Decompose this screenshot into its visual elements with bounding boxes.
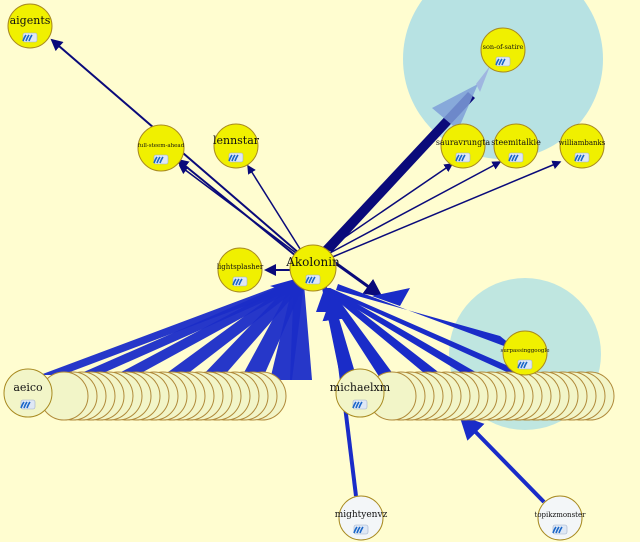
- steem-logo-icon: [353, 524, 369, 535]
- incoming-edge: [290, 280, 312, 380]
- node-lightsplasher[interactable]: lightsplasher: [217, 247, 264, 293]
- edge-to-steemitalkie: [327, 161, 502, 255]
- node-label: surpassinggoogle: [501, 348, 550, 354]
- arrowhead: [372, 288, 410, 306]
- node-lennstar[interactable]: lennstar: [213, 123, 260, 169]
- node-son-of-satire[interactable]: son-of-satire: [480, 27, 526, 73]
- node-mightyenvz[interactable]: mightyenvz: [335, 495, 388, 541]
- node-label: sauravrungta: [436, 138, 491, 147]
- incoming-edge: [336, 284, 520, 352]
- node-label: aigents: [10, 14, 51, 27]
- node-steemitalkie[interactable]: steemitalkie: [491, 123, 541, 169]
- incoming-edge: [322, 288, 446, 378]
- node-surpassinggoogle[interactable]: surpassinggoogle: [501, 330, 550, 376]
- node-aeico[interactable]: aeico: [3, 368, 53, 418]
- incoming-edge: [322, 288, 486, 378]
- node-akolonin[interactable]: Akolonin: [285, 244, 340, 292]
- incoming-edge: [40, 280, 304, 375]
- node-label: steemitalkie: [491, 138, 541, 147]
- edge-to-son-of-satire: [322, 92, 475, 252]
- node-label: aeico: [13, 381, 43, 394]
- incoming-edge: [200, 280, 304, 378]
- node-label: son-of-satire: [483, 43, 524, 51]
- steem-logo-icon: [305, 274, 321, 285]
- node-label: Akolonin: [285, 255, 340, 269]
- arrowhead: [476, 66, 490, 92]
- node-label: mightyenvz: [335, 510, 388, 520]
- incoming-edge: [160, 280, 304, 378]
- node-topikzmonster[interactable]: topikzmonster: [535, 495, 587, 541]
- steem-logo-icon: [552, 524, 568, 535]
- node-label: michaelxm: [330, 381, 391, 394]
- node-williambanks[interactable]: williambanks: [559, 123, 606, 169]
- node-label: williambanks: [559, 139, 606, 147]
- steem-logo-icon: [20, 399, 36, 410]
- steem-logo-icon: [232, 276, 248, 287]
- node-label: lightsplasher: [217, 263, 264, 271]
- node-aigents[interactable]: aigents: [7, 3, 53, 49]
- steem-logo-icon: [517, 359, 533, 370]
- steem-logo-icon: [352, 399, 368, 410]
- node-full-steem-ahead[interactable]: full-steem-ahead: [137, 124, 185, 172]
- steem-logo-icon: [495, 56, 511, 67]
- edge: [333, 260, 383, 297]
- node-label: full-steem-ahead: [138, 143, 185, 149]
- steem-logo-icon: [22, 32, 38, 43]
- steem-logo-icon: [508, 152, 524, 163]
- node-label: topikzmonster: [535, 511, 587, 519]
- steem-logo-icon: [574, 152, 590, 163]
- steem-logo-icon: [455, 152, 471, 163]
- steem-logo-icon: [153, 154, 169, 165]
- arrowhead: [432, 84, 478, 130]
- node-michaelxm[interactable]: michaelxm: [330, 368, 391, 418]
- edge-to-lennstar: [247, 164, 303, 253]
- incoming-edge: [110, 280, 304, 378]
- incoming-edge: [70, 280, 304, 378]
- edge-from-topikzmonster: [459, 415, 546, 504]
- steem-logo-icon: [228, 152, 244, 163]
- node-sauravrungta[interactable]: sauravrungta: [436, 123, 491, 169]
- incoming-edge: [322, 288, 536, 378]
- node-label: lennstar: [213, 134, 260, 147]
- edge: [178, 165, 301, 257]
- edge-to-williambanks: [329, 160, 562, 259]
